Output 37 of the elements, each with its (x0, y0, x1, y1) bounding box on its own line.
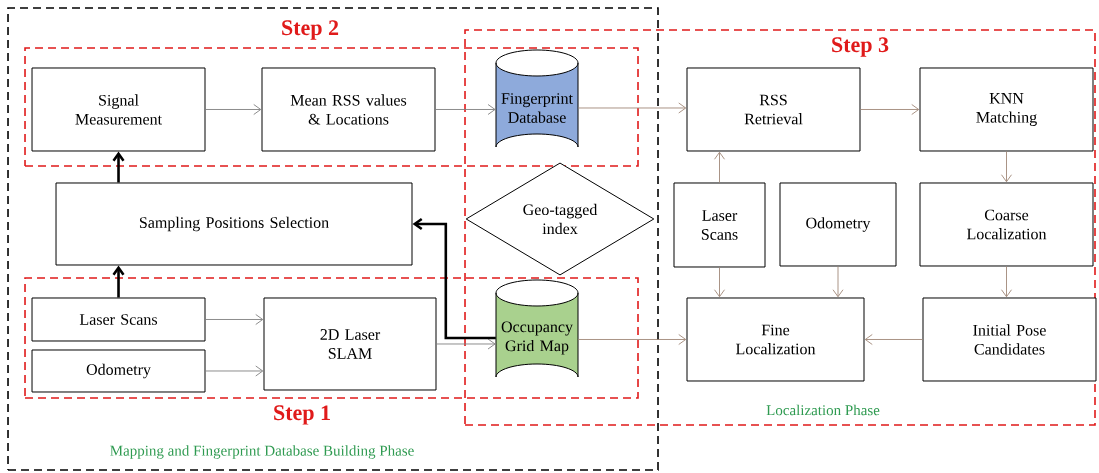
process-box: Initial Pose Candidates (922, 297, 1097, 382)
arrow (1001, 266, 1012, 298)
step-heading: Step 3 (832, 37, 889, 57)
process-box: Coarse Localization (919, 182, 1094, 267)
arrow (436, 338, 496, 350)
arrow (577, 334, 687, 345)
process-box: 2D Laser SLAM (263, 297, 437, 391)
process-box: Laser Scans (673, 182, 766, 268)
process-box: KNN Matching (919, 67, 1094, 152)
process-box: Fine Localization (686, 297, 865, 382)
process-box: Odometry (779, 182, 897, 267)
arrow (832, 266, 844, 298)
arrow (714, 267, 725, 298)
process-box: Laser Scans (31, 297, 206, 342)
database-cylinder: Fingerprint Database (495, 49, 579, 148)
arrow (205, 104, 262, 115)
database-cylinder: Occupancy Grid Map (495, 279, 579, 378)
process-box: Signal Measurement (31, 67, 206, 152)
process-box: Odometry (31, 349, 206, 393)
phase-label: Localization Phase (766, 404, 880, 416)
arrow (112, 151, 125, 183)
process-box: Sampling Positions Selection (55, 182, 413, 266)
arrow (112, 265, 125, 298)
arrow (860, 104, 920, 115)
arrow (1001, 151, 1012, 183)
arrow (864, 334, 923, 345)
arrow (205, 365, 264, 377)
process-box: Mean RSS values & Locations (261, 67, 436, 152)
step-heading: Step 2 (282, 20, 339, 40)
arrow (205, 314, 264, 325)
phase-label: Mapping and Fingerprint Database Building Phase (110, 445, 414, 459)
arrow (577, 102, 687, 114)
step-heading: Step 1 (274, 405, 330, 425)
arrow (435, 104, 496, 115)
arrow (714, 151, 725, 183)
arrow (412, 217, 496, 340)
process-box: RSS Retrieval (686, 67, 861, 152)
